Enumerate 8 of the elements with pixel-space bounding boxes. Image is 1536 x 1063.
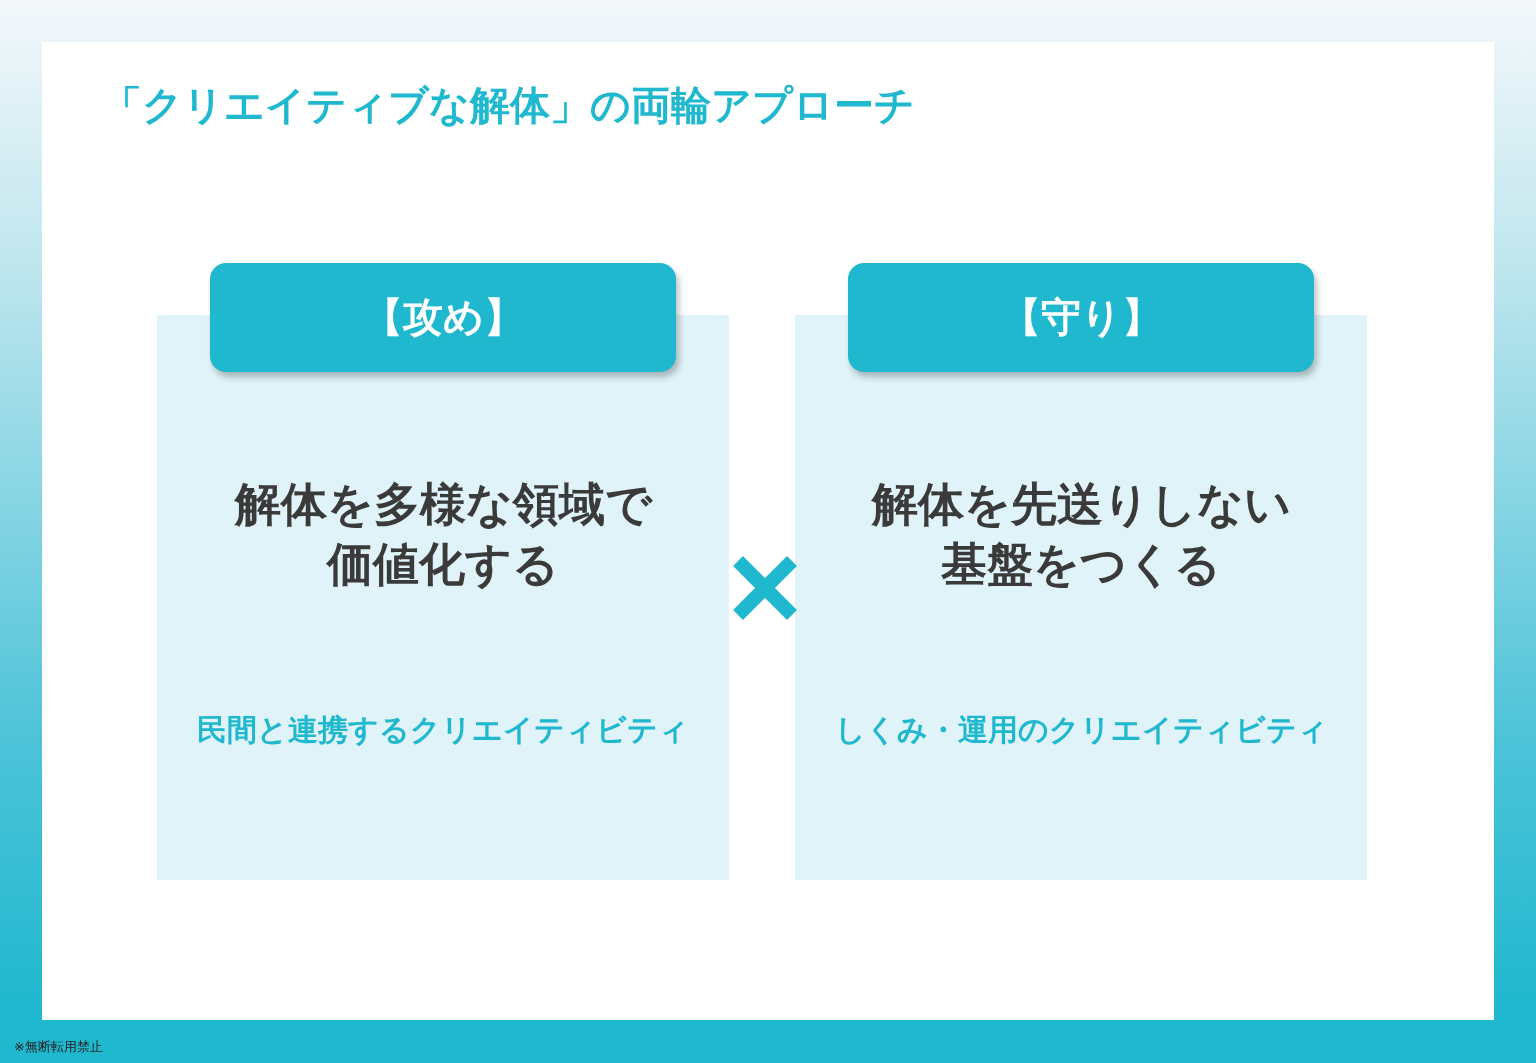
subheading-text: 民間と連携するクリエイティビティ xyxy=(196,711,690,749)
slide-title: 「クリエイティブな解体」の両輪アプローチ xyxy=(102,81,915,130)
heading-tab: 【攻め】 xyxy=(210,263,676,372)
subheading-text: しくみ・運用のクリエイティビティ xyxy=(833,711,1329,749)
copyright-note: ※無断転用禁止 xyxy=(14,1038,103,1056)
main-statement: 解体を先送りしない基盤をつくる xyxy=(870,476,1292,593)
main-statement: 解体を多様な領域で価値化する xyxy=(233,476,654,593)
heading-tab: 【守り】 xyxy=(848,263,1314,372)
